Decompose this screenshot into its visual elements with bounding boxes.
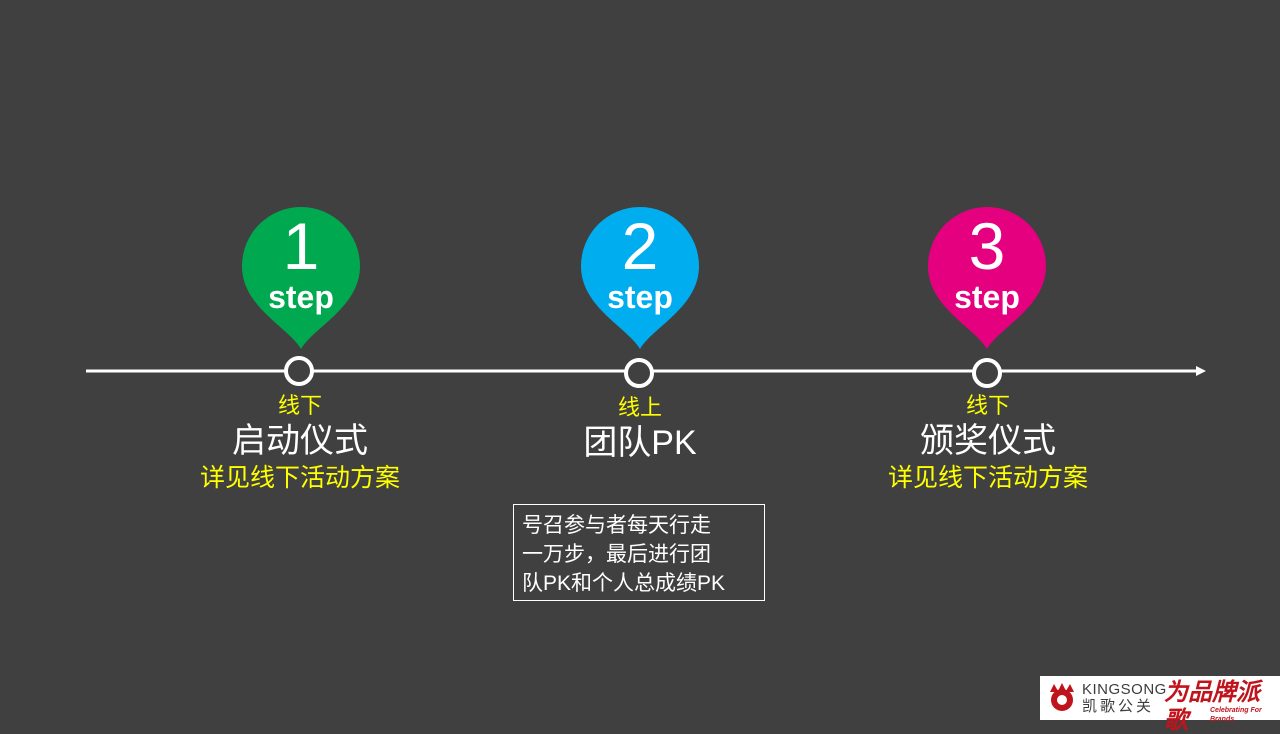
brand-name-cn: 凯歌公关 bbox=[1082, 698, 1155, 715]
timeline-node-2 bbox=[624, 358, 654, 388]
step-1-detail: 详见线下活动方案 bbox=[199, 464, 400, 492]
step-1-mode: 线下 bbox=[277, 393, 322, 418]
step-2-mode: 线上 bbox=[617, 395, 662, 420]
map-pin-icon bbox=[581, 207, 699, 349]
step-3-labels: 线下 颁奖仪式 详见线下活动方案 bbox=[838, 392, 1138, 494]
brand-logo: KINGSONG 凯歌公关 为品牌派歌 Celebrating For Bran… bbox=[1040, 676, 1280, 734]
step-2-number: 2 bbox=[621, 209, 659, 283]
timeline-node-1 bbox=[284, 356, 314, 386]
crown-logo-icon bbox=[1050, 683, 1074, 711]
step-1-labels: 线下 启动仪式 详见线下活动方案 bbox=[150, 392, 450, 494]
step-2-title: 团队PK bbox=[583, 424, 697, 462]
step-3-mode: 线下 bbox=[965, 393, 1010, 418]
step-3-title: 颁奖仪式 bbox=[920, 422, 1056, 460]
step-1-title: 启动仪式 bbox=[232, 422, 368, 460]
step-1-label: step bbox=[268, 279, 334, 315]
step-2-labels: 线上 团队PK bbox=[490, 394, 790, 464]
description-line: 队PK和个人总成绩PK bbox=[522, 572, 726, 595]
step-3-pin: 3 step bbox=[926, 203, 1048, 353]
step-3-label: step bbox=[954, 279, 1020, 315]
step-3-detail: 详见线下活动方案 bbox=[887, 464, 1088, 492]
timeline-arrow-icon bbox=[1196, 366, 1206, 376]
step-3-number: 3 bbox=[968, 209, 1006, 283]
brand-tagline: Celebrating For Brands bbox=[1210, 707, 1262, 723]
timeline-node-3 bbox=[972, 358, 1002, 388]
step-1-pin: 1 step bbox=[240, 203, 362, 353]
step-2-pin: 2 step bbox=[579, 203, 701, 353]
step-2-label: step bbox=[607, 279, 673, 315]
step-1-number: 1 bbox=[282, 209, 320, 283]
map-pin-icon bbox=[928, 207, 1046, 349]
map-pin-icon bbox=[242, 207, 360, 349]
description-box: 号召参与者每天行走 一万步，最后进行团 队PK和个人总成绩PK bbox=[513, 504, 765, 601]
brand-name-en: KINGSONG bbox=[1082, 681, 1167, 698]
description-line: 一万步，最后进行团 bbox=[522, 543, 711, 566]
description-line: 号召参与者每天行走 bbox=[522, 514, 711, 537]
